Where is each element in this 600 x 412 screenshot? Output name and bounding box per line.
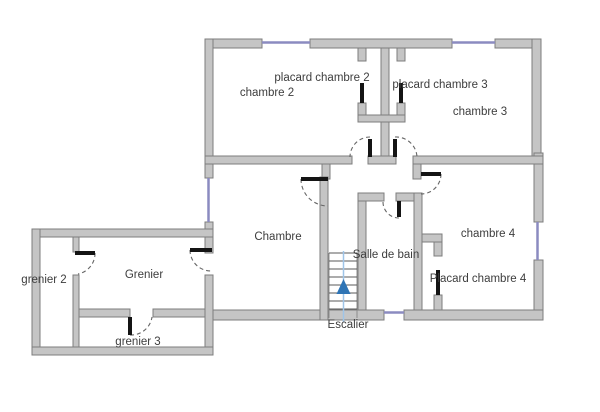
wall (72, 236, 80, 253)
room-label-grenier: Grenier (125, 269, 164, 281)
wall (433, 294, 443, 311)
room-label-grenier-2: grenier 2 (21, 274, 66, 286)
wall (72, 274, 80, 348)
wall (367, 155, 397, 165)
room-label-chambre-2: chambre 2 (240, 87, 294, 99)
door-leaf (190, 248, 212, 252)
room-label-chambre-4: chambre 4 (461, 228, 516, 240)
door-leaf (301, 177, 328, 181)
door-leaf (436, 270, 440, 295)
room-label-escalier: Escalier (328, 319, 369, 331)
wall (412, 155, 544, 165)
door-swing-arc (77, 252, 96, 275)
room-label-chambre: Chambre (254, 231, 301, 243)
room-label-placard-chambre-3: placard chambre 3 (392, 79, 487, 91)
wall (31, 228, 214, 238)
door-leaf (368, 139, 372, 157)
wall (380, 47, 390, 157)
wall (31, 228, 41, 356)
door-swing-arc (189, 249, 212, 272)
door-swing-arc (349, 136, 371, 158)
wall (357, 47, 367, 62)
wall (412, 163, 422, 180)
wall (319, 176, 329, 321)
stair-direction-arrow-icon (336, 279, 351, 294)
room-label-chambre-3: chambre 3 (453, 106, 507, 118)
wall (309, 38, 453, 49)
room-label-placard-chambre-4: Placard chambre 4 (430, 273, 527, 285)
door-leaf (399, 83, 403, 103)
wall (413, 192, 423, 311)
wall (204, 155, 353, 165)
door-swing-arc (394, 136, 418, 158)
wall (421, 233, 443, 243)
wall (531, 38, 542, 160)
wall (152, 308, 206, 318)
room-label-placard-chambre-2: placard chambre 2 (274, 72, 369, 84)
room-label-grenier-3: grenier 3 (115, 336, 160, 348)
wall (433, 241, 443, 257)
door-swing-arc (300, 178, 329, 207)
wall (403, 309, 544, 321)
door-swing-arc (129, 316, 153, 336)
wall (78, 308, 131, 318)
door-swing-arc (382, 201, 400, 219)
door-leaf (397, 201, 401, 217)
door-leaf (75, 251, 95, 255)
wall (396, 47, 406, 62)
wall (31, 346, 214, 356)
wall (357, 192, 385, 202)
door-leaf (360, 83, 364, 103)
wall (204, 38, 263, 49)
wall (357, 114, 406, 123)
door-leaf (128, 317, 132, 335)
room-label-salle-de-bain: Salle de bain (353, 249, 420, 261)
door-swing-arc (420, 173, 442, 195)
door-leaf (393, 139, 397, 157)
wall (204, 274, 214, 356)
door-leaf (421, 172, 441, 176)
